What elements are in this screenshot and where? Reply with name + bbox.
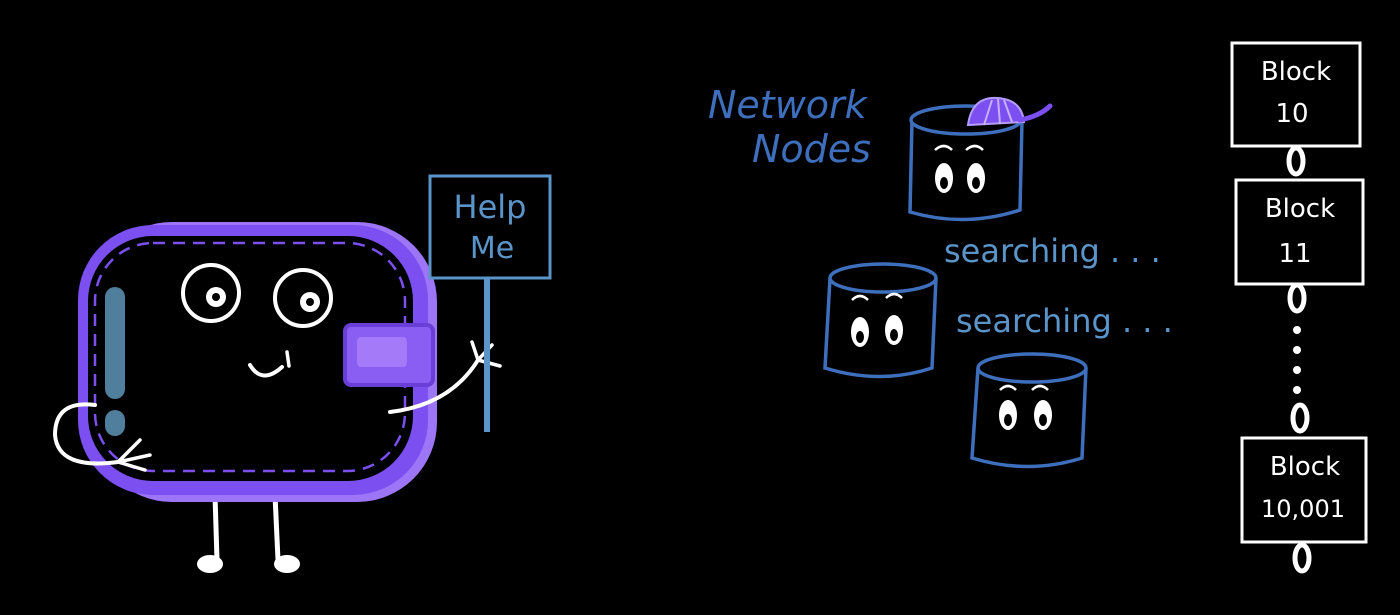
sign-board: [428, 174, 552, 280]
chain-dot: [1293, 366, 1301, 374]
block-10: [1230, 41, 1362, 148]
blockchain: Block 10 Block 11 Block 10,001: [1230, 41, 1368, 574]
right-arm: [388, 358, 480, 414]
right-eye: [273, 268, 333, 328]
chain-dot: [1293, 346, 1301, 354]
node-icon: [823, 262, 938, 379]
block-11: [1234, 178, 1365, 286]
chain-dot: [1293, 326, 1301, 334]
block-10001-number: 10,001: [1261, 495, 1345, 523]
block-10001-label: Block: [1270, 452, 1340, 482]
block-11-label: Block: [1265, 194, 1335, 224]
cap-icon: [966, 96, 1053, 127]
node-3-top: [976, 352, 1088, 384]
chain-link-icon: [1286, 145, 1306, 177]
node-icon: [908, 96, 1053, 222]
smile: [248, 363, 284, 378]
left-pupil-shine: [212, 293, 220, 301]
searching-label-1: searching . . .: [944, 232, 1161, 270]
chain-link-icon: [1287, 282, 1307, 314]
searching-label-2: searching . . .: [956, 302, 1173, 340]
left-hand: [116, 438, 152, 472]
left-arm: [52, 402, 120, 466]
block-11-number: 11: [1278, 239, 1311, 269]
left-eye: [181, 263, 241, 323]
chain-dot: [1293, 386, 1301, 394]
block-10001: [1240, 436, 1368, 544]
sign-line-2: Me: [470, 231, 514, 266]
wallet-clasp-inner: [357, 337, 407, 367]
node-2-top: [828, 262, 938, 294]
chain-link-icon: [1292, 542, 1312, 574]
block-10-number: 10: [1275, 99, 1308, 129]
node-3-body: [970, 367, 1088, 469]
wallet-character-icon: [52, 222, 502, 573]
right-pupil-shine: [306, 298, 314, 306]
chain-link-icon: [1290, 402, 1310, 434]
sign-pole: [484, 275, 490, 432]
node-2-body: [823, 277, 938, 379]
help-sign: Help Me: [428, 174, 552, 432]
exclamation-bar: [105, 287, 125, 399]
node-icon: [970, 352, 1088, 469]
block-10-label: Block: [1261, 57, 1331, 87]
network-title-line-1: Network: [708, 83, 869, 127]
exclamation-dot: [105, 410, 125, 436]
right-foot: [274, 555, 300, 573]
right-leg: [272, 492, 281, 563]
left-foot: [197, 555, 223, 573]
network-title-line-2: Nodes: [752, 127, 871, 171]
left-leg: [212, 492, 220, 563]
node-1-body: [908, 119, 1024, 222]
smile-dimple: [285, 350, 291, 368]
sign-line-1: Help: [454, 188, 527, 226]
